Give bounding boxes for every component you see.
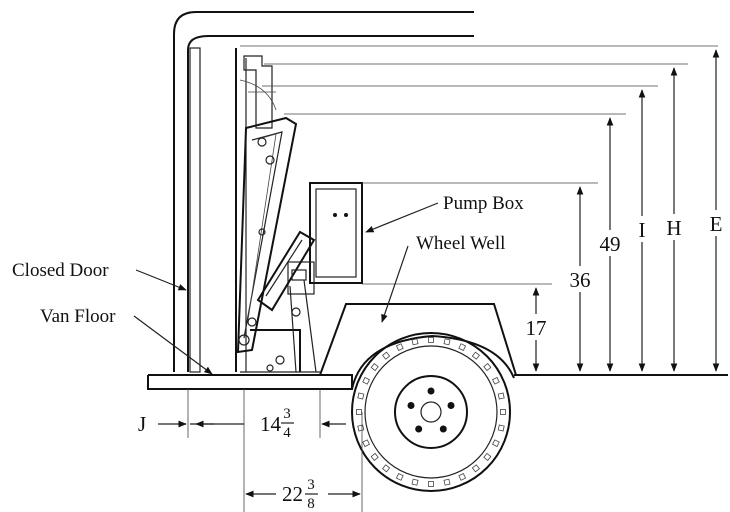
tread-block bbox=[362, 376, 370, 385]
dim-label-22-num: 3 bbox=[307, 477, 315, 493]
tire-inner bbox=[364, 345, 498, 479]
tread-block bbox=[395, 343, 404, 351]
lug-nuts bbox=[407, 387, 455, 433]
lug-nut bbox=[439, 425, 447, 433]
tread-block bbox=[370, 363, 379, 372]
tread-block bbox=[382, 464, 391, 473]
lift-arm bbox=[256, 230, 316, 312]
dim-label-14-whole: 14 bbox=[260, 412, 282, 436]
tread-block bbox=[492, 376, 500, 385]
tread-block bbox=[458, 343, 467, 351]
tread-block bbox=[471, 351, 480, 360]
tread-block bbox=[382, 351, 391, 360]
wheel-well-box bbox=[319, 303, 517, 376]
tread-block bbox=[370, 452, 379, 461]
dim-label-49: 49 bbox=[600, 232, 621, 256]
pump-box-label: Pump Box bbox=[443, 193, 524, 214]
tread-block bbox=[357, 392, 365, 400]
tire-outer bbox=[351, 332, 511, 492]
closed-door-panel bbox=[189, 47, 201, 373]
lug-nut bbox=[447, 402, 455, 409]
dim-label-22-den: 8 bbox=[307, 496, 315, 512]
van-floor bbox=[147, 374, 353, 390]
vertical-dimensions bbox=[522, 49, 728, 372]
wheel-well bbox=[319, 303, 517, 390]
dim-label-14-num: 3 bbox=[283, 406, 291, 422]
tread-block bbox=[362, 439, 370, 448]
pump-box-inner bbox=[315, 188, 357, 278]
pump-box-body bbox=[309, 182, 363, 284]
tread-block bbox=[395, 473, 404, 481]
dim-label-22-whole: 22 bbox=[282, 482, 303, 506]
callout-leaders bbox=[133, 202, 439, 375]
lug-nut bbox=[415, 425, 423, 433]
closed-door-label: Closed Door bbox=[12, 260, 109, 281]
pump-box-leader bbox=[365, 202, 439, 233]
tread-block bbox=[443, 338, 451, 346]
dim-label-17: 17 bbox=[526, 316, 547, 340]
lug-nut bbox=[427, 387, 435, 395]
folded-platform bbox=[236, 116, 298, 354]
tread-block bbox=[443, 478, 451, 486]
horizontal-dimensions bbox=[158, 389, 363, 512]
tread-block bbox=[483, 452, 492, 461]
tire-tread bbox=[356, 337, 506, 487]
tread-block bbox=[471, 464, 480, 473]
rim bbox=[394, 375, 468, 449]
tread-block bbox=[492, 439, 500, 448]
dim-label-j: J bbox=[138, 412, 146, 436]
wheel-well-label: Wheel Well bbox=[416, 233, 505, 254]
dim-label-e: E bbox=[710, 212, 723, 236]
tread-block bbox=[357, 424, 365, 432]
dim-label-h: H bbox=[666, 216, 681, 240]
van-body bbox=[147, 11, 728, 390]
tread-block bbox=[428, 337, 434, 343]
wheel-well-leader bbox=[381, 245, 409, 323]
fender-arch bbox=[351, 334, 515, 390]
van-roof-inner bbox=[187, 35, 474, 372]
tread-block bbox=[483, 363, 492, 372]
tread-block bbox=[411, 338, 419, 346]
dim-label-i: I bbox=[639, 218, 646, 242]
wheel bbox=[351, 332, 511, 492]
lug-nut bbox=[407, 402, 415, 409]
tread-block bbox=[411, 478, 419, 486]
hub bbox=[420, 401, 442, 423]
tread-block bbox=[497, 392, 505, 400]
height-reference-lines bbox=[240, 45, 718, 285]
dim-label-36: 36 bbox=[570, 268, 591, 292]
van-floor-label: Van Floor bbox=[40, 306, 116, 327]
tread-block bbox=[458, 473, 467, 481]
text-labels: Pump Box Wheel Well Closed Door Van Floo… bbox=[12, 193, 722, 512]
lift-mechanism bbox=[235, 48, 320, 373]
van-floor-leader bbox=[133, 315, 213, 375]
van-roof-outer bbox=[173, 11, 474, 372]
pump-box bbox=[287, 182, 363, 295]
tread-block bbox=[428, 481, 434, 487]
closed-door-leader bbox=[135, 269, 187, 291]
tread-block bbox=[356, 409, 362, 415]
dim-label-14-den: 4 bbox=[283, 425, 291, 441]
tread-block bbox=[497, 424, 505, 432]
tread-block bbox=[500, 409, 506, 415]
